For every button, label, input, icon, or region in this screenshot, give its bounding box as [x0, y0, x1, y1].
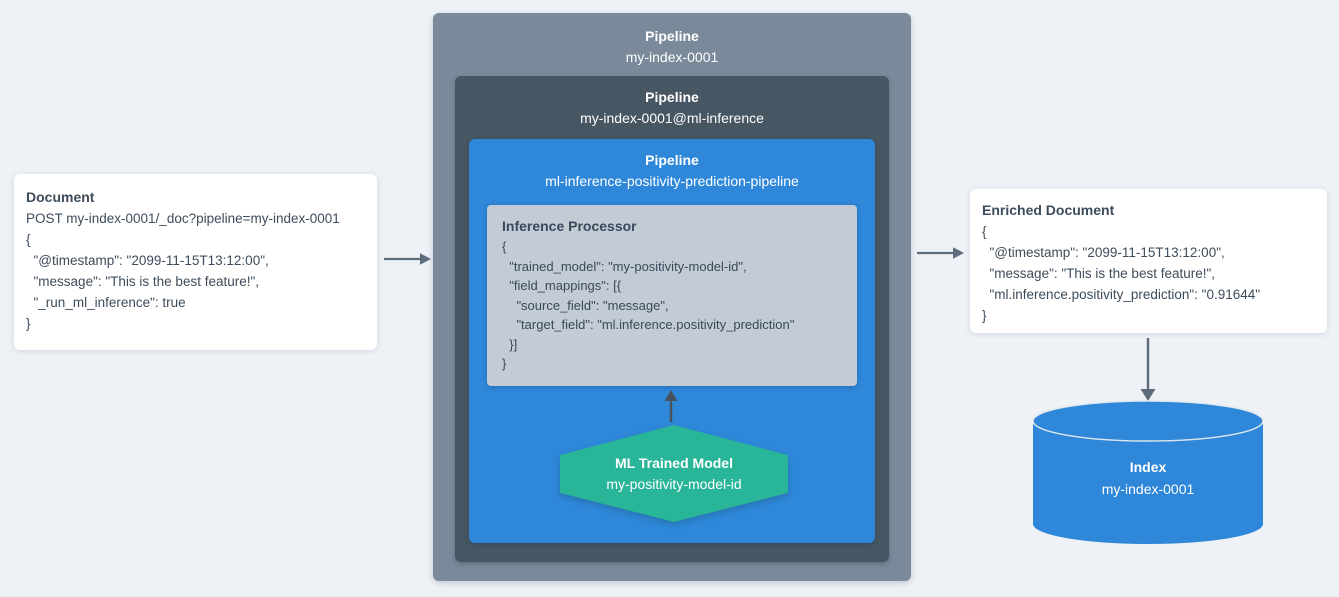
- pipeline-outer-title: Pipeline: [645, 28, 699, 44]
- inference-pipeline-header: Pipeline ml-inference-positivity-predict…: [469, 139, 875, 192]
- pipeline-outer-box: Pipeline my-index-0001 Pipeline my-index…: [433, 13, 911, 581]
- enriched-document-title: Enriched Document: [982, 202, 1115, 218]
- database-cylinder-icon: [1032, 400, 1264, 544]
- inference-processor-box: Inference Processor { "trained_model": "…: [487, 205, 857, 386]
- pipeline-ml-title: Pipeline: [645, 89, 699, 105]
- down-arrow-icon: [1140, 338, 1156, 401]
- enriched-document-card: Enriched Document { "@timestamp": "2099-…: [970, 189, 1327, 333]
- document-card-title: Document: [26, 189, 95, 205]
- pipeline-outer-name: my-index-0001: [625, 49, 719, 65]
- right-arrow-icon: [384, 253, 431, 265]
- index-label: Index my-index-0001: [1033, 457, 1263, 501]
- index-cylinder: [1032, 400, 1264, 545]
- index-title: Index: [1129, 459, 1167, 475]
- arrow-enriched-to-index: [1139, 338, 1157, 409]
- pipeline-ml-header: Pipeline my-index-0001@ml-inference: [455, 76, 889, 129]
- pipeline-ml-inference-box: Pipeline my-index-0001@ml-inference Pipe…: [455, 76, 889, 562]
- pipeline-outer-header: Pipeline my-index-0001: [433, 13, 911, 68]
- document-card-code: POST my-index-0001/_doc?pipeline=my-inde…: [26, 211, 340, 331]
- inference-processor-code: { "trained_model": "my-positivity-model-…: [502, 239, 795, 371]
- index-name: my-index-0001: [1101, 481, 1195, 497]
- document-card: Document POST my-index-0001/_doc?pipelin…: [14, 174, 377, 350]
- ml-trained-model-title: ML Trained Model: [615, 454, 733, 471]
- arrow-document-to-pipeline: [384, 252, 432, 271]
- ml-trained-model-name: my-positivity-model-id: [606, 475, 742, 492]
- inference-pipeline-name: ml-inference-positivity-prediction-pipel…: [545, 173, 799, 189]
- inference-pipeline-box: Pipeline ml-inference-positivity-predict…: [469, 139, 875, 543]
- enriched-document-code: { "@timestamp": "2099-11-15T13:12:00", "…: [982, 224, 1261, 323]
- inference-processor-title: Inference Processor: [502, 218, 637, 234]
- up-arrow-icon: [664, 390, 678, 422]
- pipeline-ml-name: my-index-0001@ml-inference: [580, 110, 764, 126]
- arrow-pipeline-to-enriched: [917, 246, 965, 265]
- inference-pipeline-title: Pipeline: [645, 152, 699, 168]
- arrow-model-to-processor: [663, 390, 679, 427]
- ml-trained-model-hexagon: ML Trained Model my-positivity-model-id: [560, 425, 788, 522]
- right-arrow-icon: [917, 247, 964, 259]
